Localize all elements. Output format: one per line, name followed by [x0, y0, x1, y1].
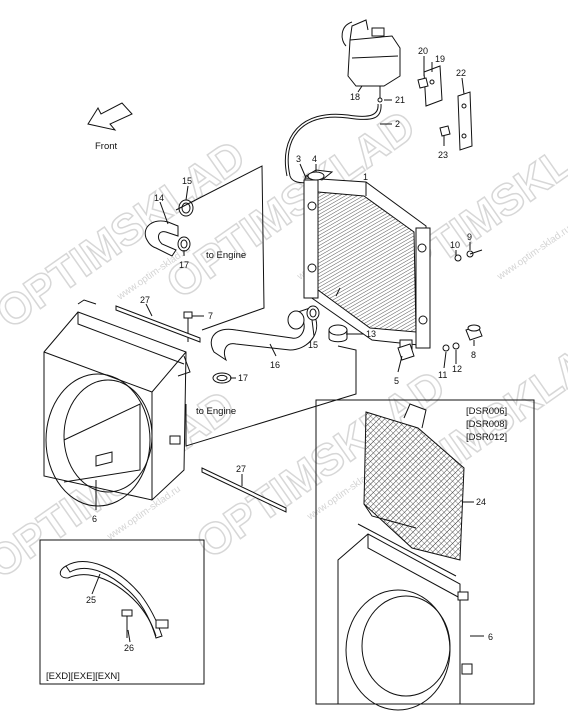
- watermark-site: www.optim-sklad.ru: [495, 224, 568, 283]
- mounting-hardware-right: [397, 249, 483, 361]
- callout-2: 2: [395, 119, 400, 129]
- callout-7: 7: [208, 311, 213, 321]
- callout-10: 10: [450, 240, 460, 250]
- callout-23: 23: [438, 150, 448, 160]
- reserve-tank: [341, 19, 401, 103]
- callout-8: 8: [471, 350, 476, 360]
- callout-6: 6: [92, 514, 97, 524]
- leader-lines: [91, 56, 484, 643]
- seal-strip-lower: [201, 467, 287, 513]
- callout-5: 5: [394, 376, 399, 386]
- to-engine-label-lower: to Engine: [196, 406, 236, 417]
- callout-14: 14: [154, 193, 164, 203]
- front-label: Front: [95, 141, 118, 152]
- fan-shroud: [43, 299, 191, 507]
- callout-1: 1: [363, 172, 368, 182]
- callout-15: 15: [182, 176, 192, 186]
- to-engine-label-upper: to Engine: [206, 250, 246, 261]
- callout-26: 26: [124, 643, 134, 653]
- callout-9: 9: [467, 232, 472, 242]
- callout-15: 15: [308, 340, 318, 350]
- callout-4: 4: [312, 154, 317, 164]
- bolt: [183, 311, 193, 342]
- callout-11: 11: [438, 370, 447, 380]
- callout-13: 13: [366, 329, 376, 339]
- callout-19: 19: [435, 54, 445, 64]
- overflow-hose-edge: [284, 103, 379, 177]
- callout-16: 16: [270, 360, 280, 370]
- callout-20: 20: [418, 46, 428, 56]
- callout-22: 22: [456, 68, 466, 78]
- seal-strip-upper: [115, 305, 201, 343]
- callout-24: 24: [476, 497, 486, 507]
- callout-17: 17: [238, 373, 248, 383]
- overflow-hose: [287, 103, 382, 184]
- tank-bracket: [417, 65, 473, 151]
- callout-numbers: 1 2 3 4 5 6 6 7 8 9 10 11 12 13 14 15 15…: [86, 46, 493, 653]
- lower-engine-frame: [185, 345, 357, 447]
- exd-inset: [39, 539, 205, 685]
- callout-18: 18: [350, 92, 360, 102]
- callout-3: 3: [296, 154, 301, 164]
- upper-engine-frame: [175, 165, 265, 331]
- callout-21: 21: [395, 95, 405, 105]
- front-arrow-icon: [87, 102, 133, 131]
- callout-25: 25: [86, 595, 96, 605]
- radiator: [303, 169, 431, 351]
- callout-12: 12: [452, 364, 462, 374]
- dsr-inset: [315, 399, 535, 711]
- rubber-mount: [328, 324, 348, 343]
- callout-6: 6: [488, 632, 493, 642]
- dsr-variant-label: [DSR006]: [466, 406, 507, 417]
- exd-variant-label: [EXD][EXE][EXN]: [46, 671, 120, 682]
- lower-hose: [210, 305, 320, 384]
- dsr-variant-label: [DSR012]: [466, 432, 507, 443]
- callout-27: 27: [236, 464, 246, 474]
- dsr-variant-label: [DSR008]: [466, 419, 507, 430]
- callout-27: 27: [140, 295, 150, 305]
- callout-17: 17: [179, 260, 189, 270]
